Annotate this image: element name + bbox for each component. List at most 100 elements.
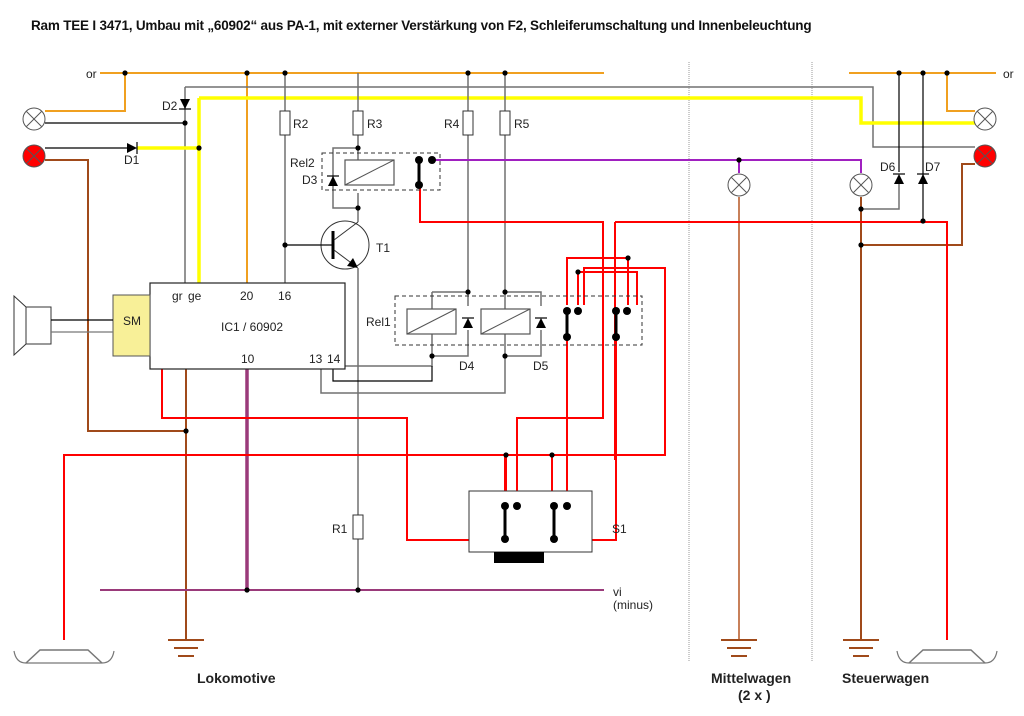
lamp-tail-red-loco xyxy=(22,144,46,168)
contact-pin xyxy=(428,156,436,164)
diagram-title: Ram TEE I 3471, Umbau mit „60902“ aus PA… xyxy=(31,18,812,33)
diode-d7 xyxy=(917,173,929,184)
junction-dot xyxy=(465,289,471,295)
junction-dot xyxy=(920,70,926,76)
label-d1: D1 xyxy=(124,153,140,167)
pin-gr: gr xyxy=(172,289,183,303)
junction-dot xyxy=(282,70,288,76)
diode-d1 xyxy=(127,142,138,154)
junction-dot xyxy=(196,145,202,151)
label-vi: vi xyxy=(613,585,622,599)
resistor-r1 xyxy=(352,514,364,540)
wire-ic14 xyxy=(332,366,433,382)
labels: or or D2 D1 R2 R3 R4 R5 Rel2 D3 T1 Rel1 … xyxy=(86,67,1014,703)
label-d5: D5 xyxy=(533,359,549,373)
diode-triangle xyxy=(918,174,928,184)
relay-contact-rel2 xyxy=(415,156,436,189)
junction-dot xyxy=(244,70,250,76)
diode-triangle xyxy=(894,174,904,184)
label-d4: D4 xyxy=(459,359,475,373)
label-d6: D6 xyxy=(880,160,896,174)
label-rel2: Rel2 xyxy=(290,156,315,170)
relay-box-rel1 xyxy=(394,295,643,346)
label-s1: S1 xyxy=(612,522,627,536)
wire-red-rel1-sw1 xyxy=(566,257,629,305)
wire-red-steuer xyxy=(615,221,948,640)
contact-pin xyxy=(550,502,558,510)
wire-orange-lamp-right xyxy=(946,73,975,112)
components xyxy=(13,99,998,664)
ground-symbol-loco xyxy=(168,639,204,657)
wires xyxy=(45,72,996,640)
wire-rel1-d4-bot xyxy=(432,330,469,357)
contact-pin xyxy=(415,156,423,164)
junction-dot xyxy=(355,145,361,151)
wire-brown-loco-red xyxy=(45,159,186,432)
switch-s1-actuator xyxy=(494,552,544,563)
relay-coil-rel1-a xyxy=(406,308,457,335)
section-lokomotive: Lokomotive xyxy=(197,670,276,686)
lamp-interior-steuerwagen xyxy=(849,173,873,197)
contact-pin xyxy=(623,307,631,315)
pickup-shoe-steuer xyxy=(896,649,998,664)
label-ic1: IC1 / 60902 xyxy=(221,320,283,334)
diode-triangle xyxy=(127,143,137,153)
speaker-cone xyxy=(13,294,27,357)
resistor-r2 xyxy=(279,110,291,136)
pickup-shoe-body xyxy=(908,649,986,664)
wire-orange-lamp-left xyxy=(45,73,126,112)
section-mittelwagen: Mittelwagen xyxy=(711,670,791,686)
contact-pin xyxy=(513,502,521,510)
junction-dot xyxy=(736,157,742,163)
coil-slash xyxy=(344,159,395,186)
switch-s1-contact-a xyxy=(501,502,521,543)
contact-pin xyxy=(415,181,423,189)
transistor-arrow xyxy=(347,258,358,268)
diode-d4 xyxy=(462,317,474,328)
relay-box-rel2 xyxy=(321,152,441,191)
wire-rel1-c1 xyxy=(432,291,469,306)
wire-yellow-bus xyxy=(199,96,975,125)
contact-pin xyxy=(612,333,620,341)
diode-d3 xyxy=(327,175,339,186)
pin-13: 13 xyxy=(309,352,323,366)
junction-dot xyxy=(429,353,435,359)
diode-d5 xyxy=(535,317,547,328)
pickup-shoe-body xyxy=(25,649,103,664)
switch-s1-body xyxy=(468,490,593,553)
relay-coil-rel1-b xyxy=(480,308,531,335)
diode-d6 xyxy=(893,173,905,184)
sound-module-sm xyxy=(112,294,151,357)
junction-dot xyxy=(182,120,188,126)
pin-16: 16 xyxy=(278,289,292,303)
relay-coil-rel2 xyxy=(344,159,395,186)
section-dividers xyxy=(688,62,813,662)
contact-pin xyxy=(563,502,571,510)
diode-triangle xyxy=(463,318,473,328)
label-t1: T1 xyxy=(376,241,390,255)
resistor-r4 xyxy=(462,110,474,136)
junction-dot xyxy=(858,242,864,248)
pickup-shoe-rail xyxy=(13,650,115,664)
label-d2: D2 xyxy=(162,99,178,113)
wire-purple-rel2 xyxy=(432,159,862,173)
label-or-right: or xyxy=(1003,67,1014,81)
lamp-cross xyxy=(853,177,869,193)
junction-dot xyxy=(575,269,581,275)
section-mittelwagen-count: (2 x ) xyxy=(738,687,771,703)
wire-red-sw1-feed xyxy=(577,271,638,305)
lamp-interior-mittelwagen xyxy=(727,173,751,197)
coil-slash xyxy=(480,308,531,335)
contact-pin xyxy=(563,307,571,315)
lamp-cross xyxy=(26,148,42,164)
wire-grey-bus xyxy=(185,86,975,148)
pin-ge: ge xyxy=(188,289,202,303)
section-steuerwagen: Steuerwagen xyxy=(842,670,929,686)
pin-20: 20 xyxy=(240,289,254,303)
label-d7: D7 xyxy=(925,160,941,174)
junction-dot xyxy=(183,428,189,434)
label-r2: R2 xyxy=(293,117,309,131)
diode-triangle xyxy=(328,176,338,186)
pickup-shoe-rail xyxy=(896,650,998,664)
junction-dot xyxy=(282,242,288,248)
